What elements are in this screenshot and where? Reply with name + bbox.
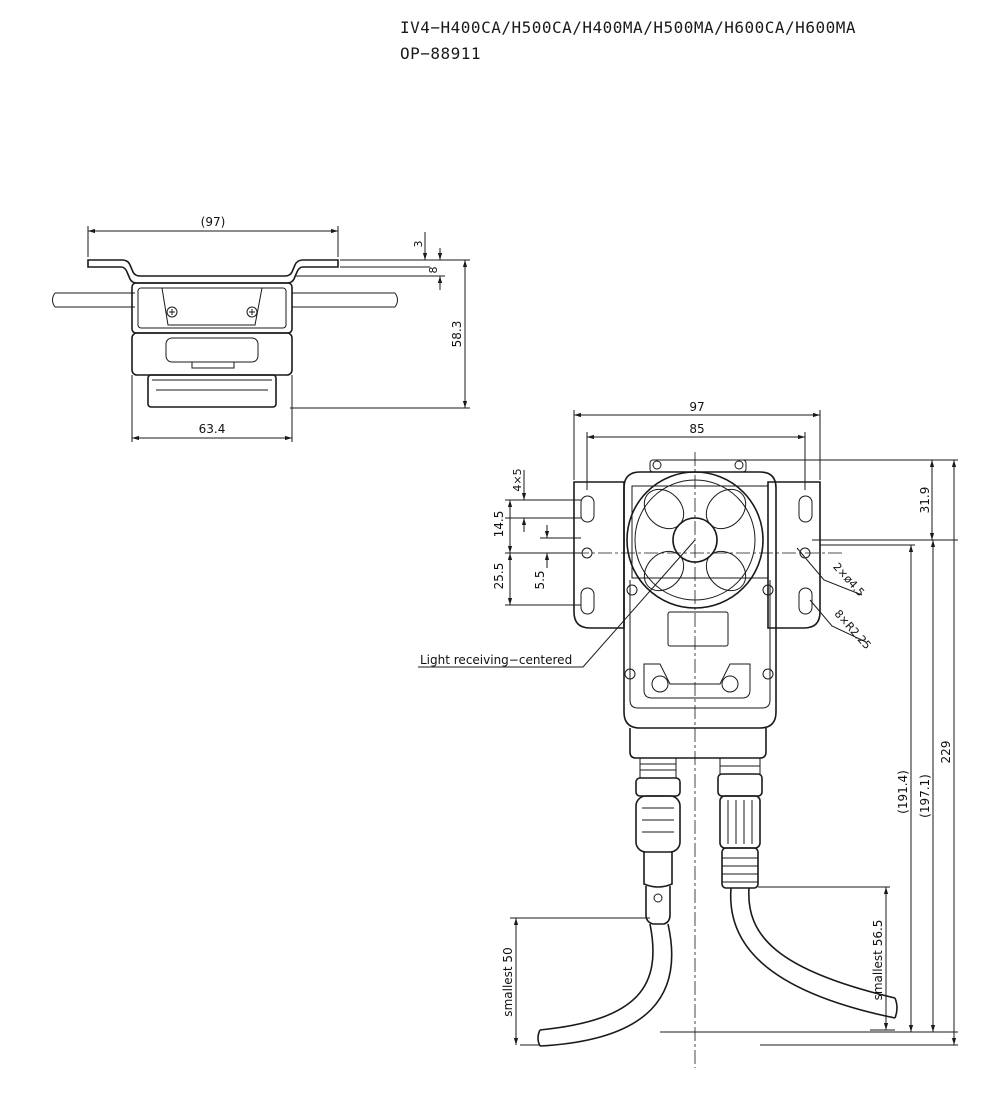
- led-bottom-right: [705, 550, 747, 592]
- dim-slot-size: 4×5: [511, 468, 524, 491]
- hole-left: [581, 547, 593, 559]
- screw-lower-left: [651, 675, 669, 693]
- dim-top-offset: 31.9: [918, 487, 932, 514]
- dim-offset: 8: [427, 267, 440, 274]
- left-cable-connector: [635, 757, 681, 925]
- dim-holes: 2×ø4.5: [830, 560, 867, 599]
- dim-total-length: 229: [939, 741, 953, 764]
- led-top-left: [643, 488, 685, 530]
- led-top-right: [705, 488, 747, 530]
- lens-housing: [626, 471, 764, 609]
- side-window: [165, 337, 259, 363]
- side-cable-right: [292, 292, 398, 308]
- body-window: [667, 611, 729, 647]
- side-lens-barrel: [147, 374, 277, 408]
- dim-body-width: 63.4: [199, 422, 226, 436]
- dim-center-offset: 5.5: [533, 570, 547, 589]
- side-body-frame: [137, 287, 287, 329]
- right-cable: [729, 887, 898, 1019]
- screw-mid-right: [762, 584, 774, 596]
- model-numbers-title: IV4−H400CA/H500CA/H400MA/H500MA/H600CA/H…: [400, 18, 856, 37]
- dim-slot-radius: 8×R2.25: [832, 607, 874, 652]
- slot-top-left: [580, 495, 595, 523]
- side-screw-left: [166, 306, 178, 318]
- side-cable-left: [52, 292, 135, 308]
- screw-lower-right: [721, 675, 739, 693]
- dim-outer-width: 97: [689, 400, 704, 414]
- side-tab: [191, 361, 235, 369]
- led-bottom-left: [643, 550, 685, 592]
- light-receiving-label: Light receiving−centered: [420, 653, 572, 667]
- front-bracket-plate: [573, 481, 821, 629]
- side-body-lower: [131, 332, 293, 376]
- camera-body: [623, 471, 777, 729]
- bracket-profile: [87, 259, 339, 284]
- dim-height: 58.3: [450, 321, 464, 348]
- side-cover: [161, 287, 263, 326]
- front-view: 97 85 4×5 14.5 25.5 5.5 31.9 2×ø4.5 8×R2…: [418, 400, 958, 1068]
- dim-hole-pitch: 85: [689, 422, 704, 436]
- dim-length-197: (197.1): [918, 774, 932, 818]
- side-view: (97) 3 8 58.3 63.4: [52, 215, 470, 442]
- screw-mid-left: [626, 584, 638, 596]
- receiver-lens: [672, 517, 718, 563]
- slot-bottom-left: [580, 587, 595, 615]
- dim-thickness: 3: [412, 241, 425, 248]
- left-cable: [537, 923, 673, 1047]
- side-screw-right: [246, 306, 258, 318]
- dim-length-191: (191.4): [896, 770, 910, 814]
- dim-bend-left: smallest 50: [501, 947, 515, 1016]
- camera-base: [629, 728, 767, 759]
- slot-top-right: [798, 495, 813, 523]
- dim-slot-lower: 25.5: [492, 563, 506, 590]
- camera-top-connector: [649, 459, 747, 473]
- dim-slot-pitch: 14.5: [492, 511, 506, 538]
- slot-bottom-right: [798, 587, 813, 615]
- right-cable-connector: [717, 757, 763, 889]
- dim-bracket-width: (97): [201, 215, 226, 229]
- dim-bend-right: smallest 56.5: [871, 920, 885, 1001]
- part-number-title: OP−88911: [400, 44, 482, 63]
